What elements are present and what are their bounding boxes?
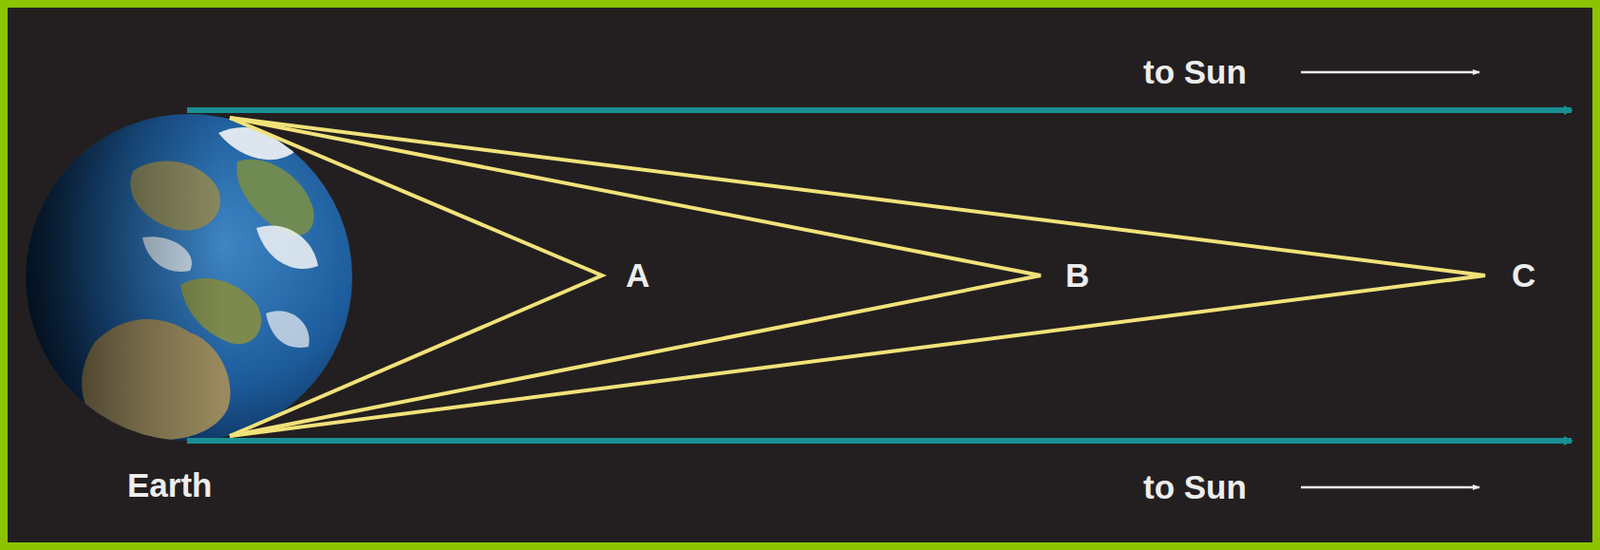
point-label: A xyxy=(625,257,650,295)
direction-label: to Sun xyxy=(1143,469,1247,507)
sun-rays xyxy=(187,110,1572,441)
direction-arrows xyxy=(1300,72,1480,488)
planet-label: Earth xyxy=(127,467,212,505)
point-label: B xyxy=(1065,257,1090,295)
parallax-illustration xyxy=(7,7,1593,543)
sight-lines xyxy=(229,117,1486,436)
space-background: to SunABCEarthto Sun xyxy=(7,7,1593,543)
point-label: C xyxy=(1511,257,1536,295)
direction-label: to Sun xyxy=(1143,54,1247,92)
